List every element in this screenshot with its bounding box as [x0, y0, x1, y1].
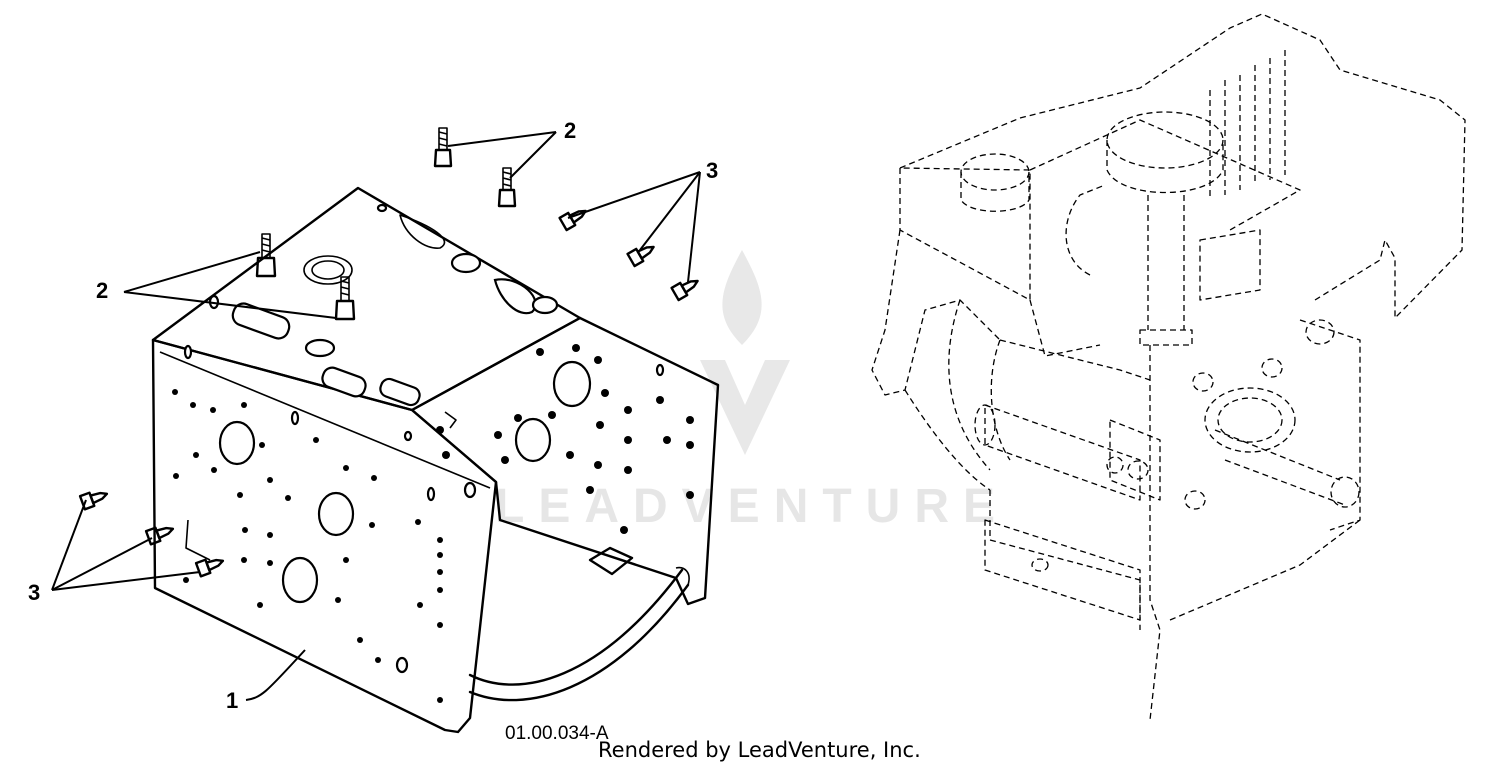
stud-bolts	[255, 127, 517, 321]
callout-item-2-top: 2	[564, 118, 576, 143]
right-panel-dots	[436, 344, 694, 534]
screw-icon	[670, 279, 699, 302]
frame-bracket	[151, 186, 720, 734]
front-panel-dots	[172, 389, 443, 703]
screw-icon	[626, 245, 655, 268]
screw-icon	[144, 526, 175, 546]
watermark-logo-icon	[700, 250, 790, 455]
leader-lines	[51, 131, 701, 701]
stud-icon	[497, 167, 517, 208]
credit-text: Rendered by LeadVenture, Inc.	[598, 738, 921, 762]
stud-icon	[255, 233, 277, 278]
screw-icon	[558, 209, 587, 232]
screw-icon	[194, 558, 225, 578]
callout-item-2-left: 2	[96, 278, 108, 303]
watermark: LEADVENTURE	[495, 250, 1009, 533]
engine-reference	[871, 13, 1466, 721]
callout-item-1: 1	[226, 688, 238, 713]
callout-item-3-top: 3	[706, 158, 718, 183]
watermark-text: LEADVENTURE	[495, 480, 1009, 533]
stud-icon	[433, 127, 453, 168]
stud-icon	[334, 276, 356, 321]
screws	[78, 209, 699, 578]
diagram-code: 01.00.034-A	[505, 723, 609, 744]
callout-item-3-left: 3	[28, 580, 40, 605]
